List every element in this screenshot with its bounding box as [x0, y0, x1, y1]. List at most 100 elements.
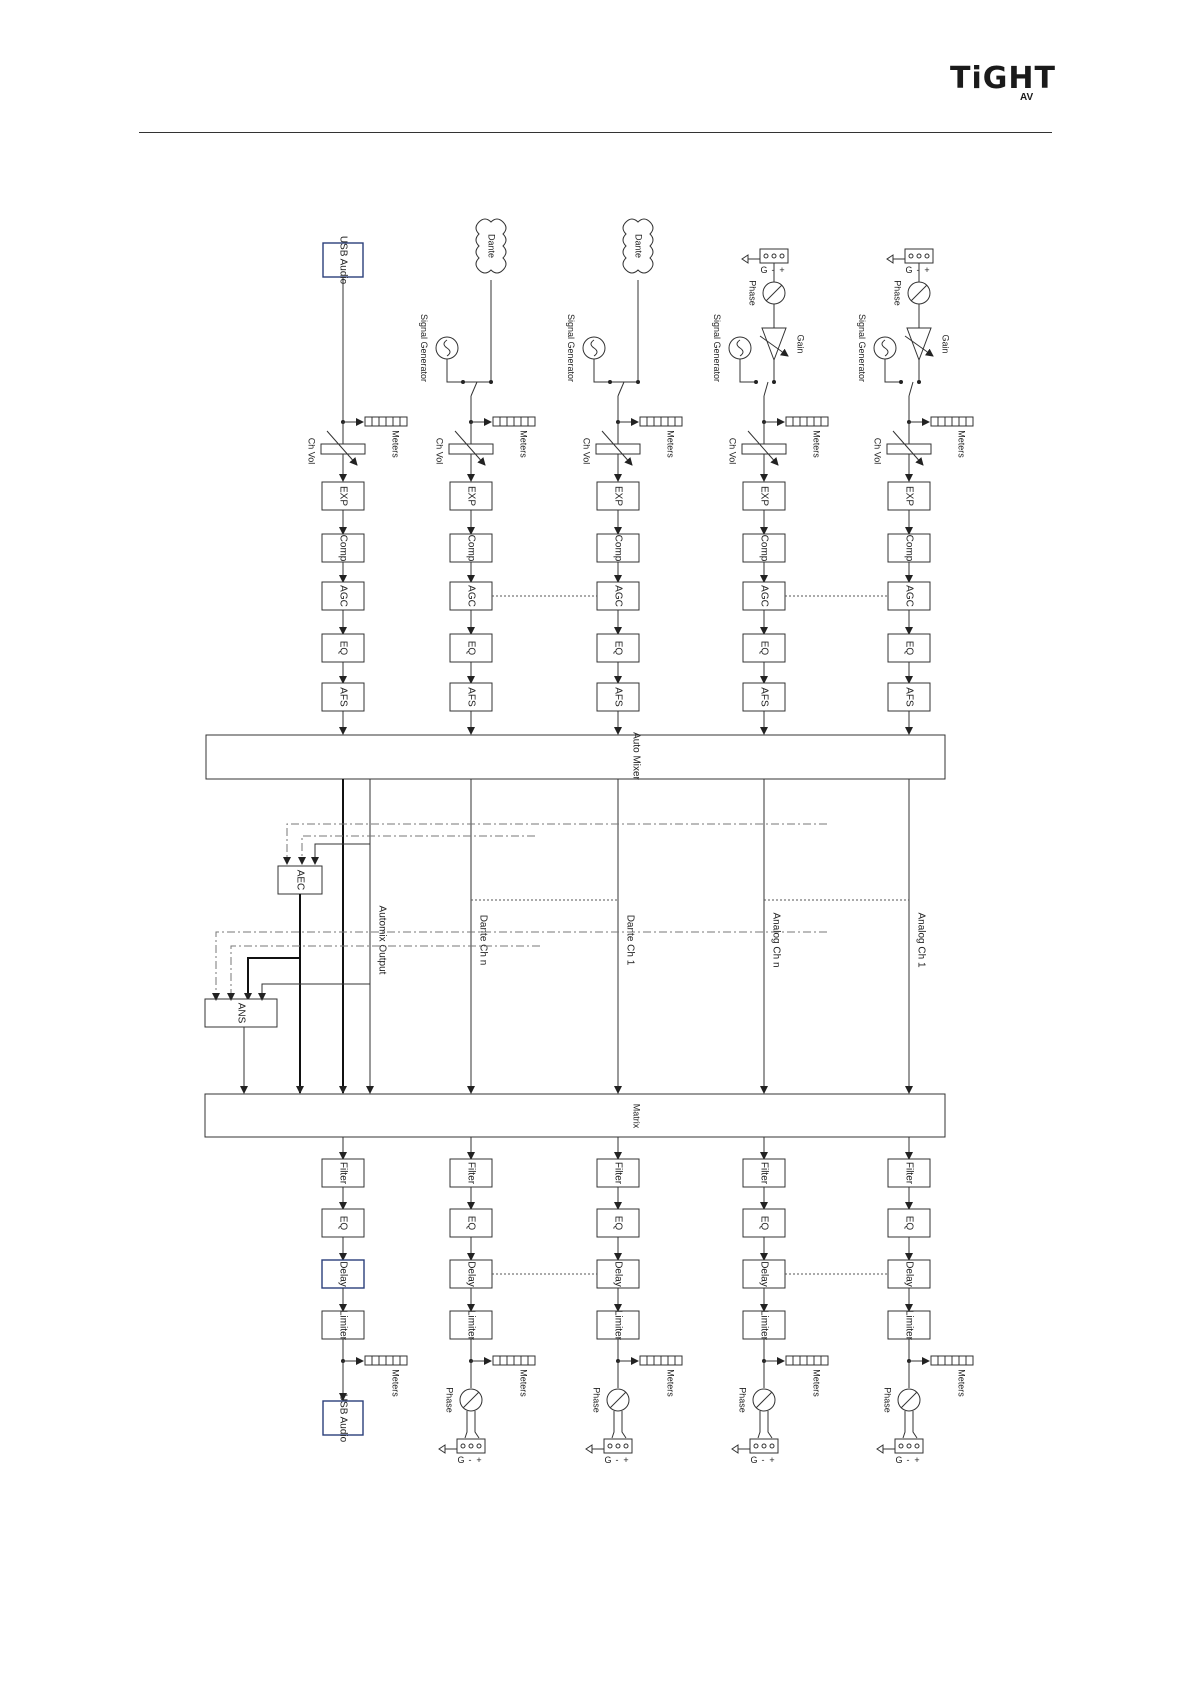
dante-input-cloud-label: Dante [487, 234, 497, 258]
output-eq-box: EQ [742, 1208, 786, 1238]
output-limiter-box: Limiter [321, 1310, 365, 1341]
input-phase-label: Phase [748, 280, 758, 306]
input-exp-box-rect [321, 481, 365, 511]
output-limiter-box: Limiter [449, 1310, 493, 1341]
analog-input-terminal-pin [763, 253, 769, 259]
input-agc-box: AGC [596, 581, 640, 611]
output-filter-box-label: Filter [758, 1162, 769, 1185]
ans-automix-in [258, 983, 370, 1001]
analog-output-terminal-pin-label: - [469, 1455, 472, 1465]
input-agc-box-label: AGC [758, 585, 769, 607]
input-comp-box-rect [321, 533, 365, 563]
ans-ref-1 [212, 931, 827, 1001]
aec-dante-ref [283, 823, 827, 865]
matrix-box [204, 1093, 946, 1138]
dante-input-cloud-shape [622, 218, 654, 274]
output-eq-box: EQ [887, 1208, 931, 1238]
ch-vol-fader: Ch Vol [728, 430, 787, 466]
analog-output-terminal-pin-label: + [476, 1455, 481, 1465]
output-eq-box-rect [742, 1208, 786, 1238]
output-meter: Meters [909, 1355, 974, 1397]
analog-output-terminal: G-+ [438, 1438, 486, 1465]
input-meter: Meters [471, 416, 536, 458]
input-exp-box: EXP [887, 481, 931, 511]
input-exp-box: EXP [449, 481, 493, 511]
phase-wire-b [912, 1411, 918, 1439]
input-comp-box-label: Comp [903, 535, 914, 562]
output-filter-box: Filter [887, 1158, 931, 1188]
input-eq-box-rect [742, 633, 786, 663]
usb-audio-output-label: USB Audio [337, 1394, 348, 1443]
analog-output-terminal: G-+ [585, 1438, 633, 1465]
input-gain-knob [904, 335, 934, 357]
output-meter-label: Meters [666, 1369, 676, 1397]
usb-audio-input-label: USB Audio [337, 236, 348, 285]
output-phase: Phase [738, 1387, 776, 1413]
output-limiter-box-rect [449, 1310, 493, 1340]
output-eq-box-label: EQ [337, 1216, 348, 1231]
analog-output-terminal-pin-label: - [616, 1455, 619, 1465]
input-gain-knob [759, 335, 789, 357]
output-limiter-box: Limiter [742, 1310, 786, 1341]
output-phase: Phase [883, 1387, 921, 1413]
input-comp-box: Comp [321, 533, 365, 563]
select-contact [489, 380, 493, 384]
output-phase: Phase [445, 1387, 483, 1413]
analog-output-terminal-pin [476, 1443, 482, 1449]
input-meter: Meters [909, 416, 974, 458]
input-eq-box: EQ [596, 633, 640, 663]
output-delay-box-label: Delay [612, 1261, 623, 1287]
output-phase-label: Phase [592, 1387, 602, 1413]
input-comp-box: Comp [449, 533, 493, 563]
signal-generator-wave [881, 339, 889, 357]
output-limiter-box-rect [742, 1310, 786, 1340]
aec-to-ans [244, 957, 300, 1001]
output-eq-box-rect [321, 1208, 365, 1238]
phase-wire-b [474, 1411, 480, 1439]
input-gain: Gain [759, 327, 806, 362]
input-gain-tri [761, 327, 787, 362]
ch-vol-fader-label: Ch Vol [435, 438, 445, 465]
input-afs-box-label: AFS [465, 687, 476, 707]
input-comp-box-label: Comp [758, 535, 769, 562]
analog-input-terminal-gnd [886, 254, 894, 264]
input-agc-box-label: AGC [903, 585, 914, 607]
signal-generator-wave [590, 339, 598, 357]
output-eq-box: EQ [321, 1208, 365, 1238]
input-afs-box: AFS [742, 682, 786, 712]
input-exp-box-label: EXP [337, 486, 348, 506]
output-phase-slash [462, 1391, 480, 1409]
analog-output-terminal-pin [761, 1443, 767, 1449]
signal-generator: Signal Generator [857, 314, 897, 382]
analog-output-terminal-pin [898, 1443, 904, 1449]
input-agc-box-label: AGC [612, 585, 623, 607]
bus-label-2: Dante Ch n [477, 915, 488, 966]
input-phase: Phase [748, 280, 786, 306]
ch-vol-fader: Ch Vol [873, 430, 932, 466]
output-limiter-box-label: Limiter [903, 1310, 914, 1341]
input-eq-box-rect [449, 633, 493, 663]
logo-main-text: TiGHT [950, 61, 1056, 96]
output-delay-box-rect [596, 1259, 640, 1289]
input-meter: Meters [343, 416, 408, 458]
signal-generator-wave [736, 339, 744, 357]
output-filter-box-label: Filter [612, 1162, 623, 1185]
dante-input-cloud: Dante [475, 218, 507, 274]
input-afs-box: AFS [449, 682, 493, 712]
output-filter-box-rect [742, 1158, 786, 1188]
input-eq-box: EQ [887, 633, 931, 663]
phase-wire-a [902, 1411, 906, 1439]
analog-input-terminal-pin-label: + [924, 265, 929, 275]
output-limiter-box-label: Limiter [337, 1310, 348, 1341]
output-delay-box-label: Delay [337, 1261, 348, 1287]
input-meter-label: Meters [812, 430, 822, 458]
output-limiter-box-rect [887, 1310, 931, 1340]
input-exp-box: EXP [596, 481, 640, 511]
analog-input-terminal: G-+ [886, 248, 934, 275]
ch-vol-fader-knob [601, 430, 633, 466]
usb-audio-input-rect [322, 242, 364, 278]
input-eq-box-label: EQ [903, 641, 914, 656]
